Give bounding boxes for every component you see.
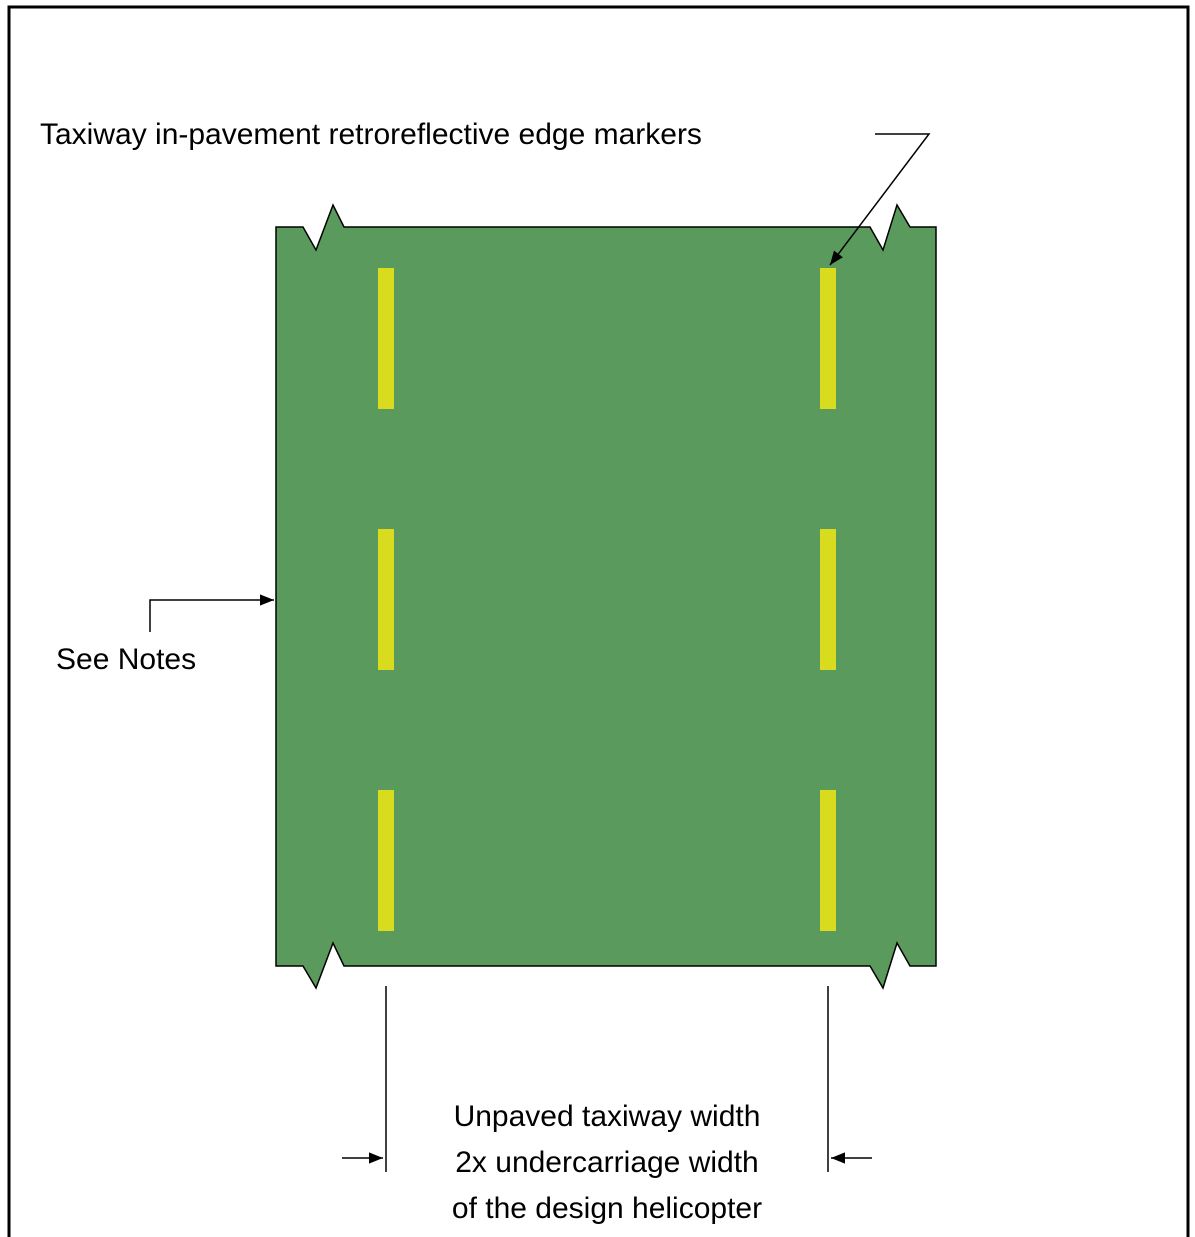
edge-marker-right-1 bbox=[820, 268, 836, 409]
edge-marker-left-3 bbox=[378, 790, 394, 931]
see-notes-label: See Notes bbox=[56, 643, 196, 676]
unpaved-taxiway-area bbox=[275, 203, 937, 990]
edge-marker-left-1 bbox=[378, 268, 394, 409]
markers-leader-line bbox=[829, 133, 931, 266]
markers-label: Taxiway in-pavement retroreflective edge… bbox=[40, 118, 702, 151]
width-label-line-3: of the design helicopter bbox=[452, 1192, 762, 1225]
see-notes-leader-line bbox=[149, 594, 274, 632]
edge-marker-right-3 bbox=[820, 790, 836, 931]
width-label-line-2: 2x undercarriage width bbox=[455, 1146, 759, 1179]
edge-marker-right-2 bbox=[820, 529, 836, 670]
width-label-line-1: Unpaved taxiway width bbox=[454, 1100, 761, 1133]
edge-markers bbox=[378, 268, 836, 931]
edge-marker-left-2 bbox=[378, 529, 394, 670]
figure-frame bbox=[7, 5, 1190, 1237]
